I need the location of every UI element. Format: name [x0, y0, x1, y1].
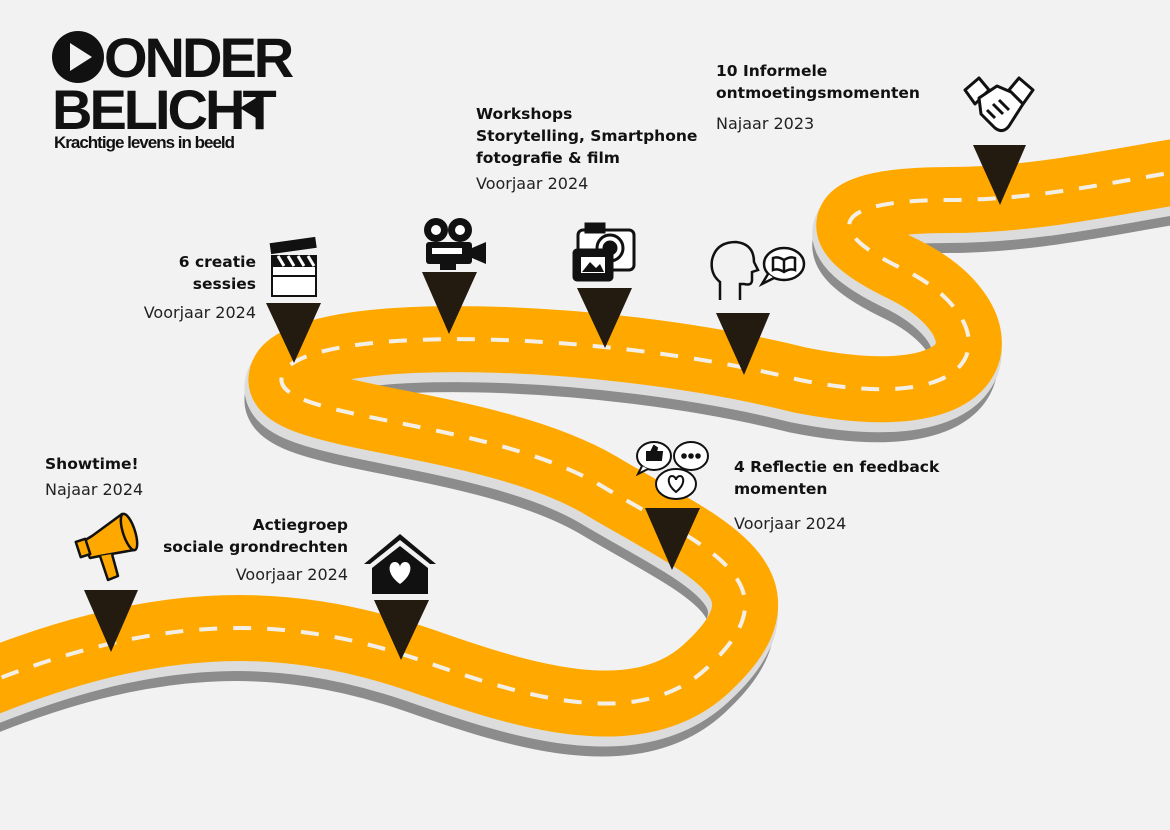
milestone-date-creatie: Voorjaar 2024	[143, 303, 256, 322]
milestone-date-informele: Najaar 2023	[716, 114, 815, 133]
milestone-date-reflectie: Voorjaar 2024	[734, 514, 847, 533]
marker-reflectie-head	[716, 313, 770, 375]
logo-word-onder: ONDER	[104, 26, 294, 89]
milestone-title-reflectie: 4 Reflectie en feedback momenten	[734, 458, 940, 498]
milestone-date-workshops: Voorjaar 2024	[476, 174, 589, 193]
marker-informele	[973, 145, 1026, 205]
megaphone-icon	[74, 512, 139, 582]
milestone-markers	[84, 145, 1026, 660]
logo-word-belicht: BELICHT	[52, 78, 277, 141]
home-heart-icon	[364, 534, 436, 594]
marker-showtime	[84, 590, 138, 652]
camera-icon	[572, 222, 636, 282]
milestone-date-actiegroep: Voorjaar 2024	[235, 565, 348, 584]
milestone-title-creatie: 6 creatie sessies	[178, 253, 256, 293]
logo-mark	[52, 31, 256, 118]
chat-bubbles-icon	[635, 441, 709, 500]
head-book-icon	[710, 240, 806, 300]
milestone-date-showtime: Najaar 2024	[45, 480, 144, 499]
marker-actiegroep	[374, 600, 429, 660]
marker-workshops-camera	[577, 288, 632, 348]
milestone-title-showtime: Showtime!	[45, 455, 139, 473]
marker-reflectie	[645, 508, 700, 570]
marker-creatie	[266, 303, 321, 363]
clapperboard-icon	[269, 236, 317, 297]
film-camera-icon	[424, 218, 486, 270]
marker-workshops-film	[422, 272, 477, 334]
logo-tagline: Krachtige levens in beeld	[54, 133, 235, 152]
milestone-title-informele: 10 Informele ontmoetingsmomenten	[716, 62, 920, 102]
milestone-title-workshops: Workshops Storytelling, Smartphone fotog…	[476, 105, 698, 167]
milestone-title-actiegroep: Actiegroep sociale grondrechten	[163, 516, 348, 556]
handshake-icon	[963, 76, 1035, 133]
